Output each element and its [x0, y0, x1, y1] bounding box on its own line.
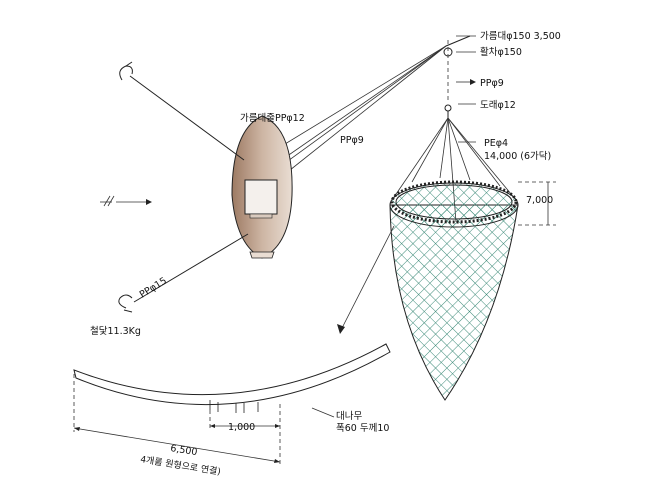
label-swivel: 도래φ12: [480, 100, 516, 111]
boat-cabin: [244, 179, 278, 215]
anchor-icon-top: [119, 61, 133, 81]
label-boat-rope: PPφ9: [340, 135, 364, 146]
label-boom: 가름대φ150 3,500: [480, 31, 561, 42]
conical-net: [389, 180, 519, 401]
label-anchor-rope: PPφ15: [138, 275, 169, 300]
label-bamboo-size: 폭60 두께10: [336, 423, 389, 434]
label-segment-length: 1,000: [228, 422, 255, 433]
label-bridle-length: 14,000 (6가닥): [484, 151, 551, 162]
current-arrow-icon: [100, 195, 152, 207]
label-rope-top: PPφ9: [480, 78, 504, 89]
swivel-icon: [444, 104, 452, 112]
label-anchor: 철닻11.3Kg: [90, 325, 141, 337]
label-net-depth: 7,000: [526, 195, 553, 206]
boat: [231, 115, 293, 259]
label-ring-note: 4개를 원형으로 연결): [140, 454, 222, 478]
label-bridle: PEφ4: [484, 138, 508, 149]
net-depth-dimension: [518, 181, 556, 226]
bridle-lines: [391, 117, 517, 223]
segment-dimension: [210, 424, 280, 428]
label-total-length: 6,500: [170, 443, 199, 458]
total-dimension: [73, 427, 281, 463]
anchor-icon-bottom: [118, 294, 133, 313]
bamboo-hoop: [73, 343, 391, 466]
boom-assembly: [443, 35, 476, 143]
label-bamboo: 대나무: [336, 411, 362, 422]
label-pulley: 활차φ150: [480, 46, 522, 58]
anchor-ropes: [129, 75, 249, 303]
label-boat-line: 가름대줄PPφ12: [240, 113, 305, 124]
